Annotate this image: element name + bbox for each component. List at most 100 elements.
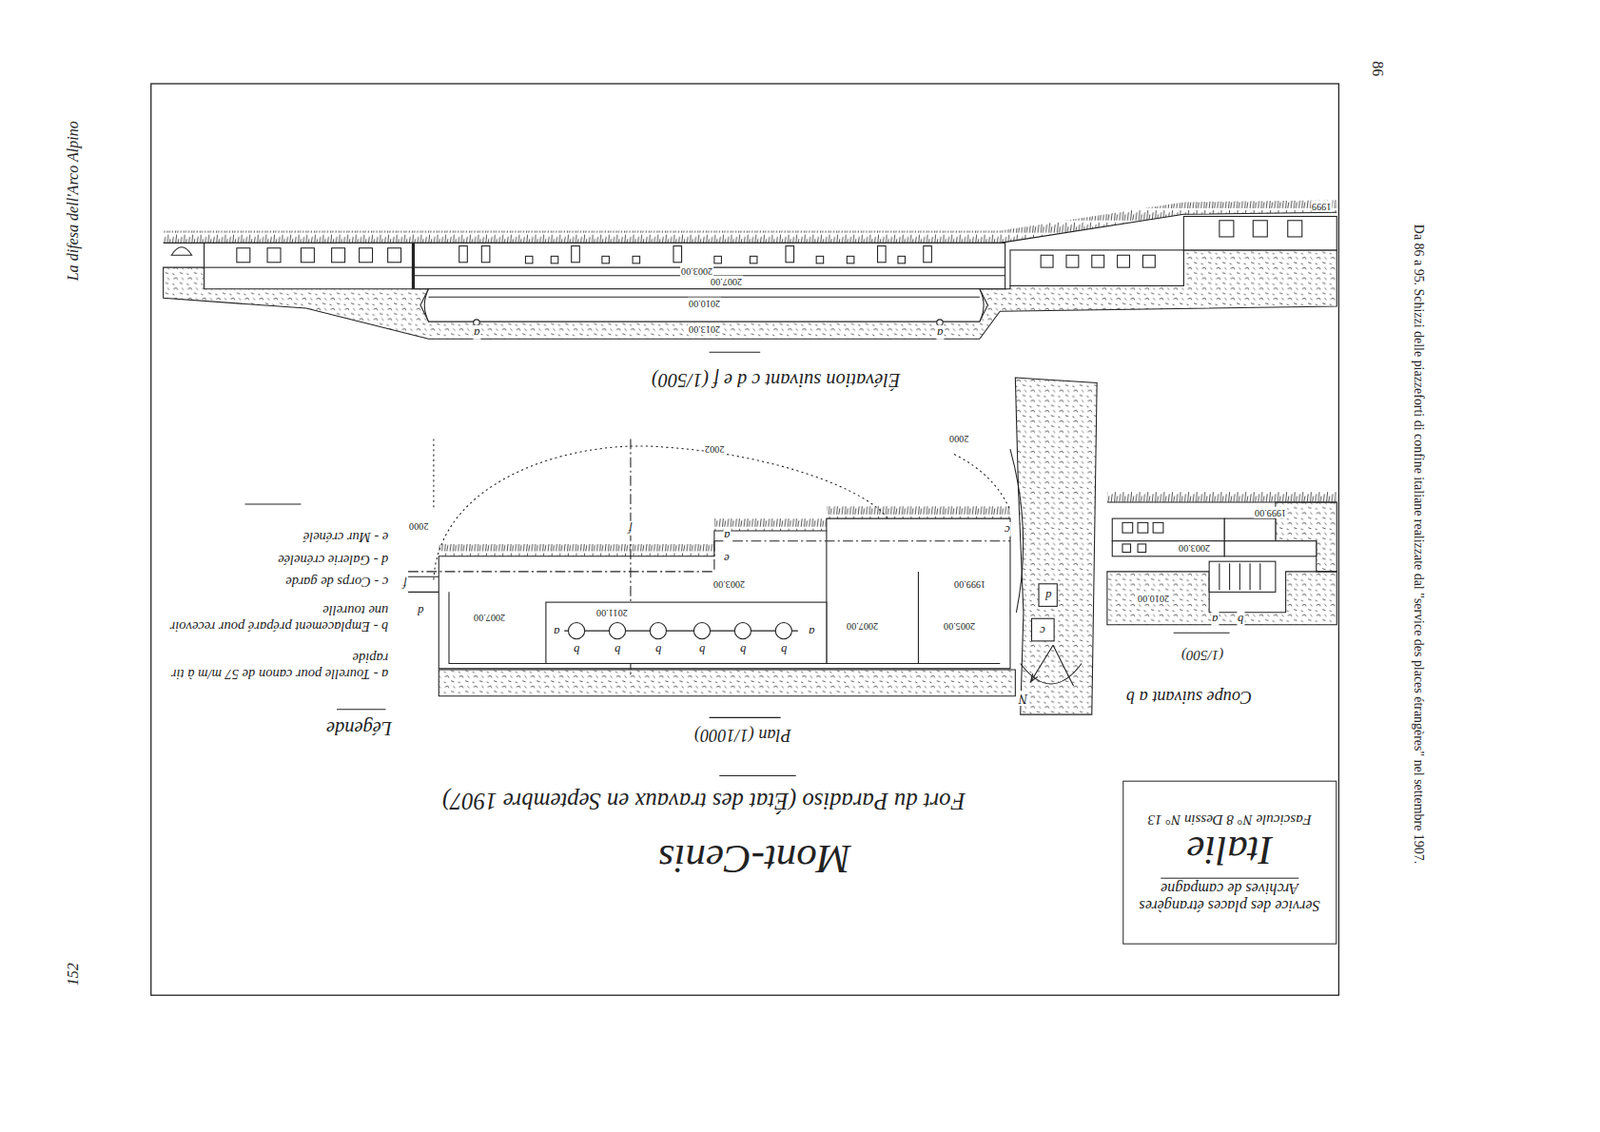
dimension-label: f bbox=[627, 521, 634, 536]
page-header: 86 bbox=[1368, 61, 1387, 78]
drawing-part bbox=[673, 246, 683, 263]
upper-block bbox=[1183, 215, 1337, 250]
drawing-title: Plan (1/1000) bbox=[694, 724, 792, 745]
drawing-part bbox=[897, 255, 906, 264]
rock-column bbox=[1014, 377, 1097, 715]
inner-wall bbox=[448, 591, 1000, 664]
legend-entry: d - Galerie crénelée bbox=[158, 551, 389, 568]
drawing-part bbox=[1219, 220, 1234, 237]
drawing-title: (1/500) bbox=[1181, 646, 1224, 664]
title-cartouche: Service des places étrangèresArchives de… bbox=[1122, 780, 1337, 945]
drawing-part bbox=[1117, 254, 1131, 268]
dimension-label: 2007.00 bbox=[845, 620, 879, 632]
drawing-part bbox=[1066, 254, 1079, 268]
cartouche-text: Fascicule N° 8 Dessin N° 13 bbox=[1147, 810, 1311, 827]
dimension-label: c bbox=[1003, 522, 1012, 537]
drawing-part bbox=[267, 248, 281, 263]
drawing-part bbox=[331, 248, 346, 263]
drawing-part bbox=[300, 248, 314, 263]
dimension-label: 2000 bbox=[408, 520, 430, 532]
dimension-label: 2011.00 bbox=[595, 606, 629, 619]
drawing-part bbox=[846, 255, 855, 264]
plan-drawing bbox=[408, 377, 1097, 776]
contour-line bbox=[432, 438, 434, 510]
dimension-label: f bbox=[402, 576, 409, 591]
windows bbox=[236, 248, 402, 263]
drawing-part bbox=[525, 255, 533, 264]
drawing-part bbox=[1224, 518, 1276, 542]
dimension-label: 2002 bbox=[703, 443, 725, 455]
elevation-drawing bbox=[163, 199, 1338, 352]
drawing-part bbox=[602, 255, 610, 264]
drawing-part bbox=[388, 248, 402, 263]
under-line bbox=[1173, 632, 1230, 634]
dimension-label: b bbox=[572, 642, 581, 657]
drawing-part bbox=[571, 246, 581, 263]
dimension-label: b bbox=[1236, 611, 1245, 626]
dimension-label: 2003.00 bbox=[712, 578, 746, 590]
turret-circles bbox=[567, 623, 792, 640]
contour-line bbox=[433, 446, 888, 581]
drawing-part bbox=[1092, 254, 1105, 268]
cartouche-text: Service des places étrangères bbox=[1139, 897, 1321, 916]
drawing-part bbox=[1137, 522, 1149, 533]
cupola bbox=[171, 247, 192, 256]
figure-caption: Da 86 a 95. Schizzi delle piazzeforti di… bbox=[1410, 224, 1426, 864]
drawing-part bbox=[608, 623, 625, 640]
dimension-label: 2005.00 bbox=[942, 620, 976, 632]
grass-band bbox=[826, 506, 1011, 519]
drawing-part bbox=[1252, 220, 1268, 237]
drawing-part bbox=[923, 246, 933, 263]
dimension-label: a bbox=[936, 325, 944, 340]
dimension-label: 2003.00 bbox=[1177, 542, 1211, 554]
right-section bbox=[1010, 250, 1184, 287]
dimension-label: d bbox=[416, 603, 425, 618]
drawing-part bbox=[550, 255, 559, 264]
dimension-label: a bbox=[552, 624, 561, 639]
grass-band bbox=[438, 544, 715, 557]
cartouche-heading: Italie bbox=[1186, 827, 1273, 875]
drawing-part bbox=[816, 255, 824, 264]
section-line bbox=[714, 540, 1011, 542]
drawing-part bbox=[1224, 541, 1317, 557]
turret-block bbox=[546, 602, 827, 664]
road bbox=[1010, 448, 1024, 613]
vault bbox=[424, 289, 984, 322]
dimension-label: e bbox=[722, 550, 731, 566]
section-line bbox=[408, 570, 715, 572]
dimension-label: a bbox=[1210, 611, 1219, 626]
drawing-part bbox=[1209, 561, 1276, 592]
drawing-part bbox=[693, 623, 710, 640]
grass-band bbox=[1107, 489, 1337, 503]
legend-entry: c - Corps de garde bbox=[158, 573, 389, 590]
drawing-part bbox=[632, 255, 641, 264]
cartouche-text: Archives de campagne bbox=[1160, 878, 1299, 898]
dimension-label: 1999.00 bbox=[953, 578, 987, 590]
dimension-label: d bbox=[1044, 587, 1053, 603]
drawing-part bbox=[878, 246, 887, 263]
under-line bbox=[709, 717, 781, 719]
dimension-label: b bbox=[698, 642, 706, 657]
middle-section bbox=[412, 242, 1005, 289]
partition bbox=[917, 571, 919, 664]
grass-band bbox=[714, 518, 827, 531]
hatch bbox=[1219, 563, 1261, 590]
turret-axis bbox=[564, 630, 799, 632]
legend-entry: e - Mur crénelé bbox=[158, 528, 389, 546]
dimension-label: b bbox=[613, 642, 622, 657]
gallery-box bbox=[1038, 584, 1057, 607]
drawing-part bbox=[567, 623, 585, 640]
dimension-label: 2003.00 bbox=[680, 265, 714, 277]
drawing-title: Coupe suivant a b bbox=[1126, 686, 1252, 707]
dimension-label: a bbox=[722, 527, 731, 543]
drawing-part bbox=[1142, 254, 1155, 268]
dimension-label: a bbox=[807, 624, 816, 639]
drawing-part bbox=[785, 246, 795, 263]
drawing-part bbox=[236, 248, 251, 263]
drawing-part bbox=[336, 708, 386, 710]
dimension-label: a bbox=[472, 325, 481, 340]
divider bbox=[411, 242, 415, 289]
main-title: Mont-Cenis bbox=[658, 836, 852, 883]
contour-line bbox=[954, 454, 1011, 511]
ground-line bbox=[163, 212, 1338, 243]
